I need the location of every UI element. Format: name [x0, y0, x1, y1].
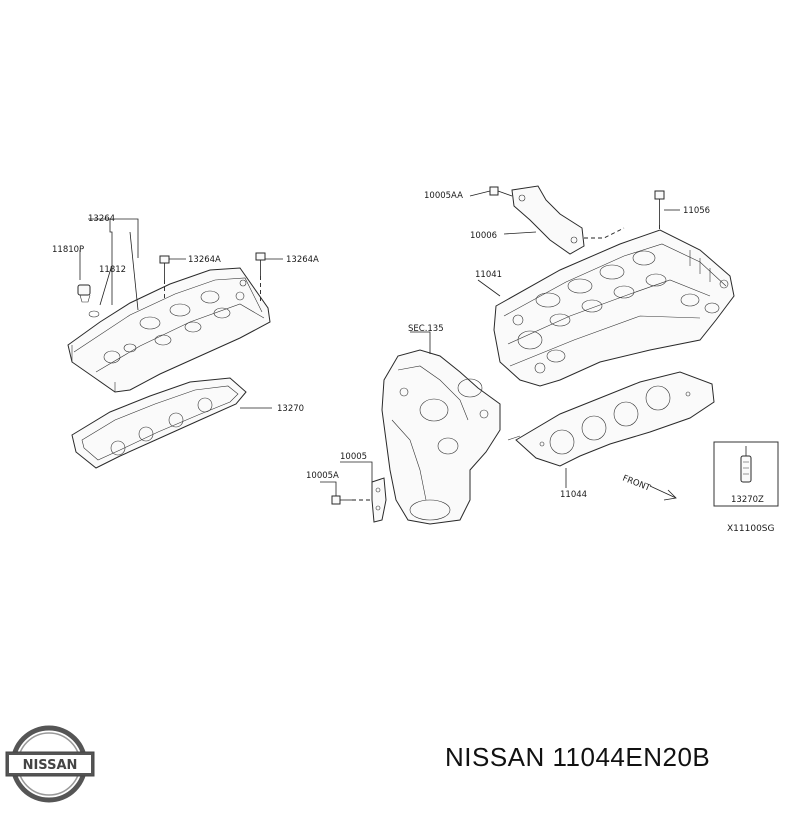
cover-gasket — [71, 377, 247, 469]
label-cover: 13264 — [88, 214, 115, 224]
label-seal: 11812 — [99, 265, 126, 275]
label-cover-gasket: 13270 — [277, 404, 304, 414]
label-bolt-a: 10005A — [306, 471, 339, 481]
part-caption: NISSAN 11044EN20B — [445, 742, 711, 772]
label-head-gasket: 11044 — [560, 490, 587, 500]
figure-reference: X11100SG — [727, 524, 775, 534]
label-front: FRONT — [621, 474, 652, 494]
label-bolt-a2: 13264A — [286, 255, 319, 265]
valve-cover-group — [67, 218, 283, 469]
front-arrow — [649, 485, 677, 501]
cylinder-head-group — [469, 185, 735, 501]
label-stud: 13270Z — [731, 495, 764, 505]
label-plug-cap: 11810P — [52, 245, 84, 255]
nissan-logo: NISSAN — [4, 718, 96, 810]
label-bolt-a1: 13264A — [188, 255, 221, 265]
logo-text: NISSAN — [23, 758, 78, 773]
label-section: SEC.135 — [408, 324, 444, 334]
bracket-bolt — [320, 481, 372, 505]
filler-cap — [77, 284, 100, 318]
label-bracket: 10006 — [470, 231, 497, 241]
label-bracket-b: 10005 — [340, 452, 367, 462]
cover-bolt-1 — [159, 255, 170, 300]
small-bracket — [340, 461, 387, 523]
timing-cover — [381, 331, 501, 525]
valve-cover — [67, 267, 271, 393]
stud-inset-box — [713, 441, 779, 507]
cover-bolt-2 — [255, 252, 266, 304]
cylinder-head — [493, 229, 735, 387]
label-cylinder-head: 11041 — [475, 270, 502, 280]
lifting-bracket — [511, 185, 585, 255]
label-head-bolt: 11056 — [683, 206, 710, 216]
label-bolt-aa: 10005AA — [424, 191, 463, 201]
